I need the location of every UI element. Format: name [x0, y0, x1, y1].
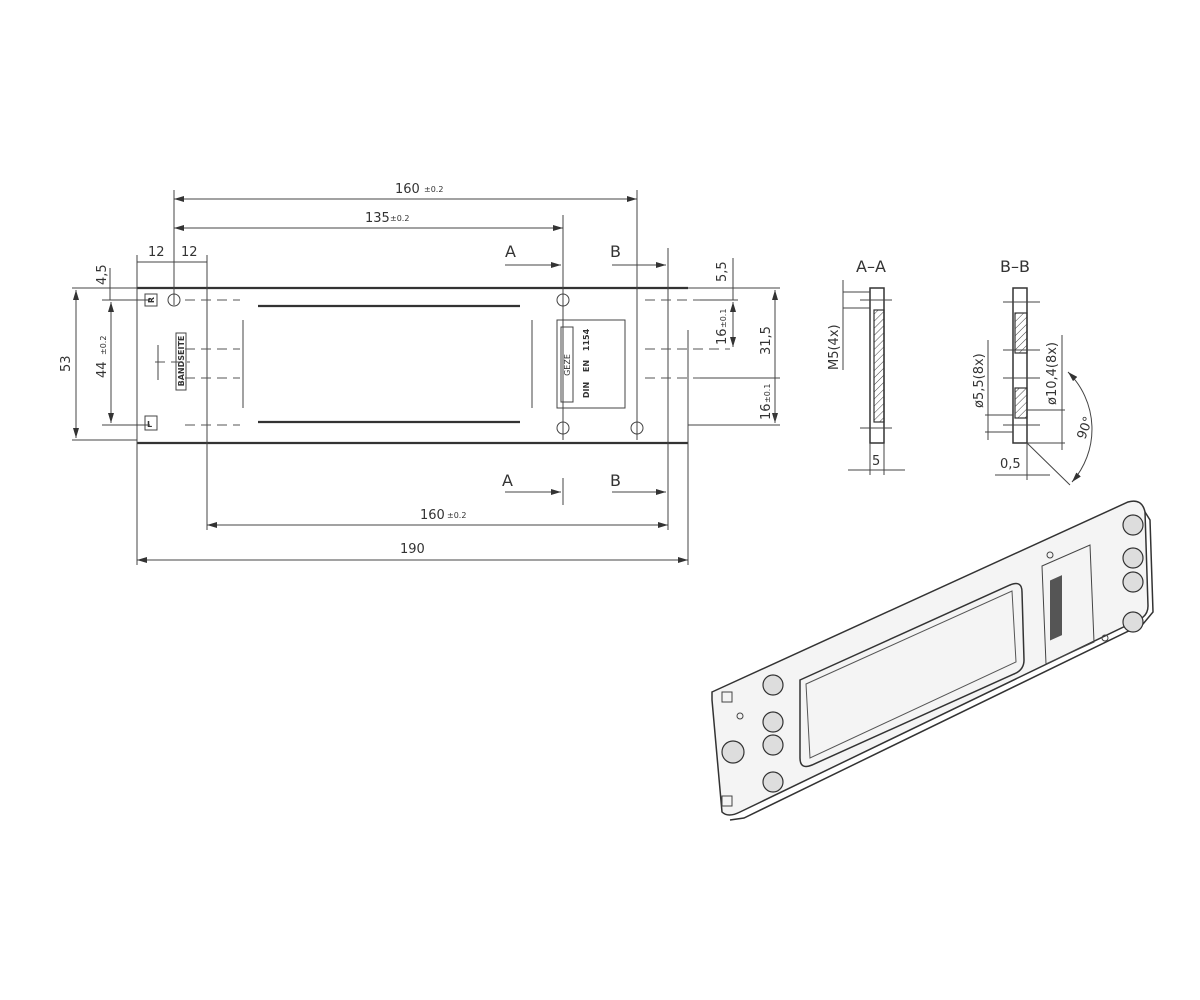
angle-label: 90°: [1075, 415, 1097, 442]
dim-190: 190: [400, 542, 425, 557]
hole: [630, 421, 644, 435]
svg-text:±0.2: ±0.2: [99, 336, 108, 355]
dim-44: 44: [95, 361, 110, 378]
din-label: DIN: [582, 382, 591, 398]
dim-16-upper: 16: [715, 328, 730, 345]
dim-160-top: 160: [395, 182, 420, 197]
section-a-bottom: A: [502, 471, 513, 490]
dim-12-left: 12: [148, 245, 165, 260]
section-bb-title: B–B: [1000, 257, 1030, 276]
section-aa-title: A–A: [856, 257, 886, 276]
dim-4-5: 4,5: [95, 264, 110, 285]
dim-160-bottom: 160: [420, 508, 445, 523]
dim-135: 135: [365, 211, 390, 226]
svg-text:±0.1: ±0.1: [763, 384, 772, 403]
hole: [167, 293, 181, 307]
dim-12-right: 12: [181, 245, 198, 260]
section-b-bottom: B: [610, 471, 621, 490]
mark-r: R: [147, 297, 156, 303]
en-label: EN: [582, 360, 591, 372]
label-plate: [556, 319, 626, 409]
section-a-top: A: [505, 242, 516, 261]
svg-text:±0.2: ±0.2: [447, 511, 466, 520]
section-bb: B–B ø5,5(8x) ø10,4(8x) 90° 0,5: [972, 257, 1097, 486]
svg-text:±0.1: ±0.1: [719, 309, 728, 328]
svg-text:±0.2: ±0.2: [424, 185, 443, 194]
dim-53: 53: [59, 355, 74, 372]
svg-text:±0.2: ±0.2: [390, 214, 409, 223]
hole: [556, 421, 570, 435]
dim-5-5: 5,5: [715, 261, 730, 282]
dim-31-5: 31,5: [759, 326, 774, 355]
hole-large-label: ø10,4(8x): [1045, 342, 1060, 405]
section-aa: A–A M5(4x) 5: [827, 257, 905, 475]
brand-label: GEZE: [563, 354, 572, 376]
norm-label: 1154: [582, 328, 591, 351]
hole: [556, 293, 570, 307]
offset-label: 0,5: [1000, 457, 1021, 472]
hole-small-label: ø5,5(8x): [972, 353, 987, 408]
bandseite-label: BANDSEITE: [177, 336, 186, 387]
thickness-label: 5: [872, 454, 880, 469]
isometric-view: [711, 500, 1154, 821]
dim-16-lower: 16: [759, 403, 774, 420]
top-view: GEZE DIN EN 1154 BANDSEITE R L 160 ±0.2 …: [59, 182, 780, 565]
section-b-top: B: [610, 242, 621, 261]
thread-label: M5(4x): [827, 324, 842, 370]
